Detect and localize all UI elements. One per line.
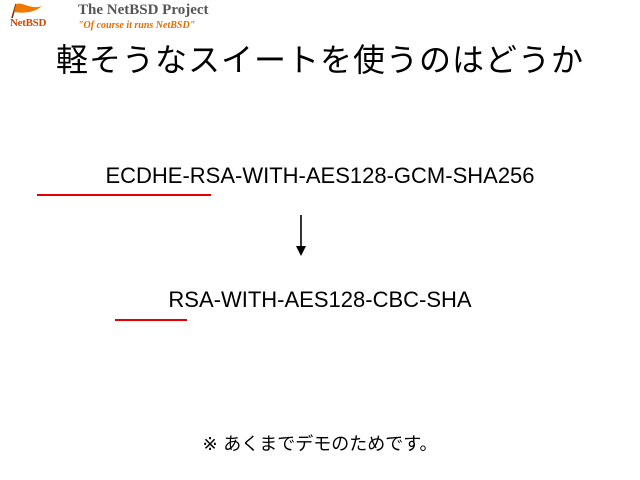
demo-note: ※ あくまでデモのためです。 bbox=[202, 434, 438, 455]
netbsd-logo: NetBSD bbox=[4, 3, 48, 35]
project-tagline: "Of course it runs NetBSD" bbox=[78, 20, 196, 31]
logo-text: NetBSD bbox=[10, 17, 47, 29]
cipher-suite-lightweight-underline bbox=[115, 319, 187, 321]
cipher-suite-lightweight: RSA-WITH-AES128-CBC-SHA bbox=[168, 287, 472, 312]
project-title: The NetBSD Project bbox=[78, 2, 209, 18]
slide-header: NetBSD The NetBSD Project "Of course it … bbox=[0, 0, 640, 40]
netbsd-flag-icon bbox=[11, 3, 42, 19]
cipher-suite-original-underline bbox=[37, 194, 211, 196]
down-arrow-icon bbox=[296, 215, 306, 256]
slide-title: 軽そうなスイートを使うのはどうか bbox=[55, 41, 584, 79]
cipher-suite-original: ECDHE-RSA-WITH-AES128-GCM-SHA256 bbox=[105, 163, 535, 188]
